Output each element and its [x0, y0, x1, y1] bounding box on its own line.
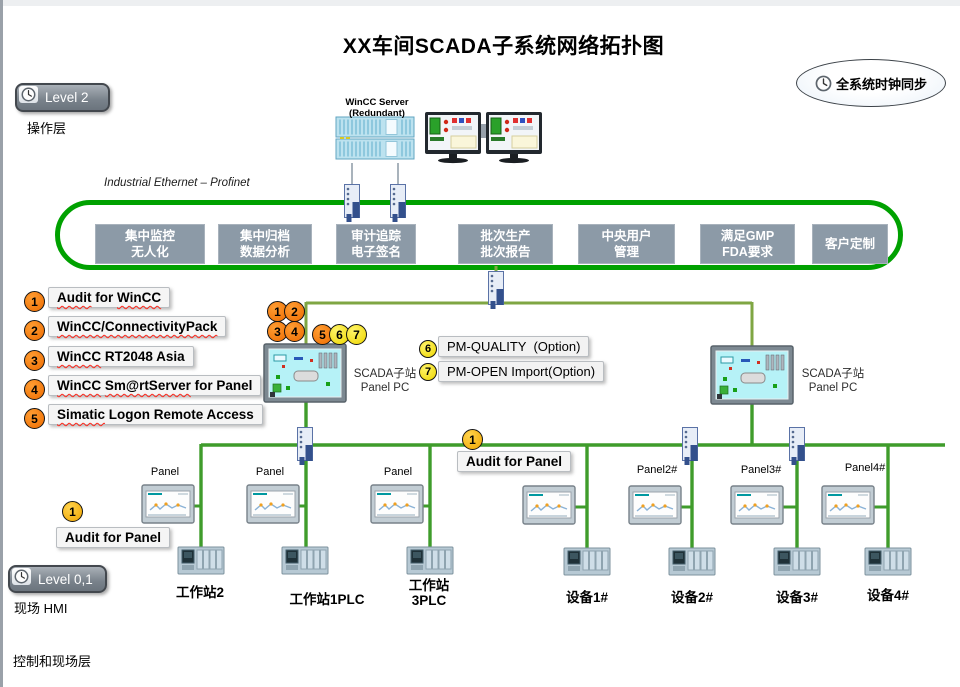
scada-substation-panel-pc-icon	[710, 345, 794, 405]
level-2-badge: Level 2	[15, 83, 110, 112]
clock-sync-badge: 全系统时钟同步	[796, 59, 946, 107]
workstation-label: 工作站2	[175, 585, 224, 600]
hmi-panel-icon	[821, 485, 875, 525]
badge-number: 1	[62, 501, 83, 522]
badge-number: 6	[419, 340, 437, 358]
clock-icon	[12, 567, 31, 585]
feature-box-central-user: 中央用户管理	[578, 224, 675, 264]
panel-label: Panel4#	[844, 462, 886, 474]
badge-number: 2	[284, 301, 305, 322]
license-smartserver: WinCC Sm@rtServer for Panel	[48, 375, 262, 396]
badge-number: 2	[24, 320, 45, 341]
panel-label: Panel3#	[740, 464, 782, 476]
level-01-badge: Level 0,1	[8, 565, 107, 593]
feature-box-central-monitoring: 集中监控无人化	[95, 224, 205, 264]
ethernet-backbone-label: Industrial Ethernet – Profinet	[104, 177, 250, 189]
panel-label: Panel	[150, 466, 180, 478]
license-connectivity-pack: WinCC/ConnectivityPack	[48, 316, 227, 337]
monitor-connector	[478, 124, 488, 138]
network-switch-icon	[789, 427, 805, 466]
industrial-ethernet-ring	[55, 200, 903, 270]
badge-number: 5	[24, 408, 45, 429]
operation-layer-caption: 操作层	[27, 121, 67, 136]
hmi-panel-icon	[246, 484, 300, 524]
control-field-layer-caption: 控制和现场层	[13, 654, 92, 669]
audit-for-panel-box: Audit for Panel	[457, 451, 572, 472]
plc-icon	[177, 546, 225, 575]
hmi-panel-icon	[141, 484, 195, 524]
scada-substation-panel-pc-icon	[263, 343, 347, 403]
badge-number: 1	[462, 429, 483, 450]
server-cables	[351, 163, 399, 186]
feature-box-audit-trail: 审计追踪电子签名	[336, 224, 416, 264]
wincc-server-label: WinCC Server (Redundant)	[345, 97, 409, 119]
plc-icon	[563, 547, 611, 576]
panel-label: Panel	[255, 466, 285, 478]
device-label: 设备3#	[775, 590, 819, 605]
level-01-label: Level 0,1	[38, 571, 93, 587]
operator-monitor-icon	[485, 111, 543, 164]
panel-label: Panel2#	[636, 464, 678, 476]
operator-monitor-icon	[424, 111, 482, 164]
feature-box-batch: 批次生产批次报告	[458, 224, 553, 264]
clock-sync-label: 全系统时钟同步	[835, 76, 927, 92]
badge-number: 3	[24, 350, 45, 371]
hmi-panel-icon	[628, 485, 682, 525]
plc-icon	[773, 547, 821, 576]
audit-for-panel-box: Audit for Panel	[56, 527, 171, 548]
panel-label: Panel	[383, 466, 413, 478]
workstation-label: 工作站1PLC	[289, 592, 365, 607]
field-bus-lines	[191, 401, 945, 548]
clock-icon	[815, 75, 832, 91]
badge-number: 1	[24, 291, 45, 312]
level-2-label: Level 2	[45, 90, 89, 105]
hmi-panel-icon	[370, 484, 424, 524]
badge-number: 7	[346, 324, 367, 345]
hmi-panel-icon	[730, 485, 784, 525]
top-edge-strip	[0, 0, 960, 6]
pm-quality-option: PM-QUALITY (Option)	[438, 336, 590, 357]
network-switch-icon	[297, 427, 313, 466]
substation-uplink-lines	[304, 266, 754, 347]
license-simatic-logon: Simatic Logon Remote Access	[48, 404, 263, 425]
feature-box-customization: 客户定制	[812, 224, 888, 264]
plc-icon	[668, 547, 716, 576]
device-label: 设备1#	[565, 590, 609, 605]
network-switch-icon	[390, 184, 406, 223]
pm-open-import-option: PM-OPEN Import(Option)	[438, 361, 605, 382]
left-edge-strip	[0, 0, 3, 687]
hmi-panel-icon	[522, 485, 576, 525]
scada-substation-label: SCADA子站 Panel PC	[353, 368, 417, 394]
network-switch-icon	[344, 184, 360, 223]
page-title: XX车间SCADA子系统网络拓扑图	[342, 35, 665, 58]
wincc-server-icon	[336, 117, 414, 159]
badge-number: 4	[24, 379, 45, 400]
device-label: 设备2#	[670, 590, 714, 605]
license-rt2048-asia: WinCC RT2048 Asia	[48, 346, 194, 367]
badge-number: 7	[419, 363, 437, 381]
badge-number: 3	[267, 321, 288, 342]
network-switch-icon	[488, 271, 504, 310]
network-switch-icon	[682, 427, 698, 466]
clock-icon	[19, 86, 38, 103]
plc-icon	[281, 546, 329, 575]
scada-substation-label: SCADA子站 Panel PC	[801, 368, 865, 394]
device-label: 设备4#	[866, 588, 910, 603]
badge-number: 4	[284, 321, 305, 342]
workstation-label: 工作站 3PLC	[408, 578, 450, 608]
feature-box-central-archive: 集中归档数据分析	[218, 224, 312, 264]
plc-icon	[406, 546, 454, 575]
plc-icon	[864, 547, 912, 576]
field-hmi-caption: 现场 HMI	[14, 601, 68, 616]
license-audit-for-wincc: Audit for WinCC	[48, 287, 171, 308]
